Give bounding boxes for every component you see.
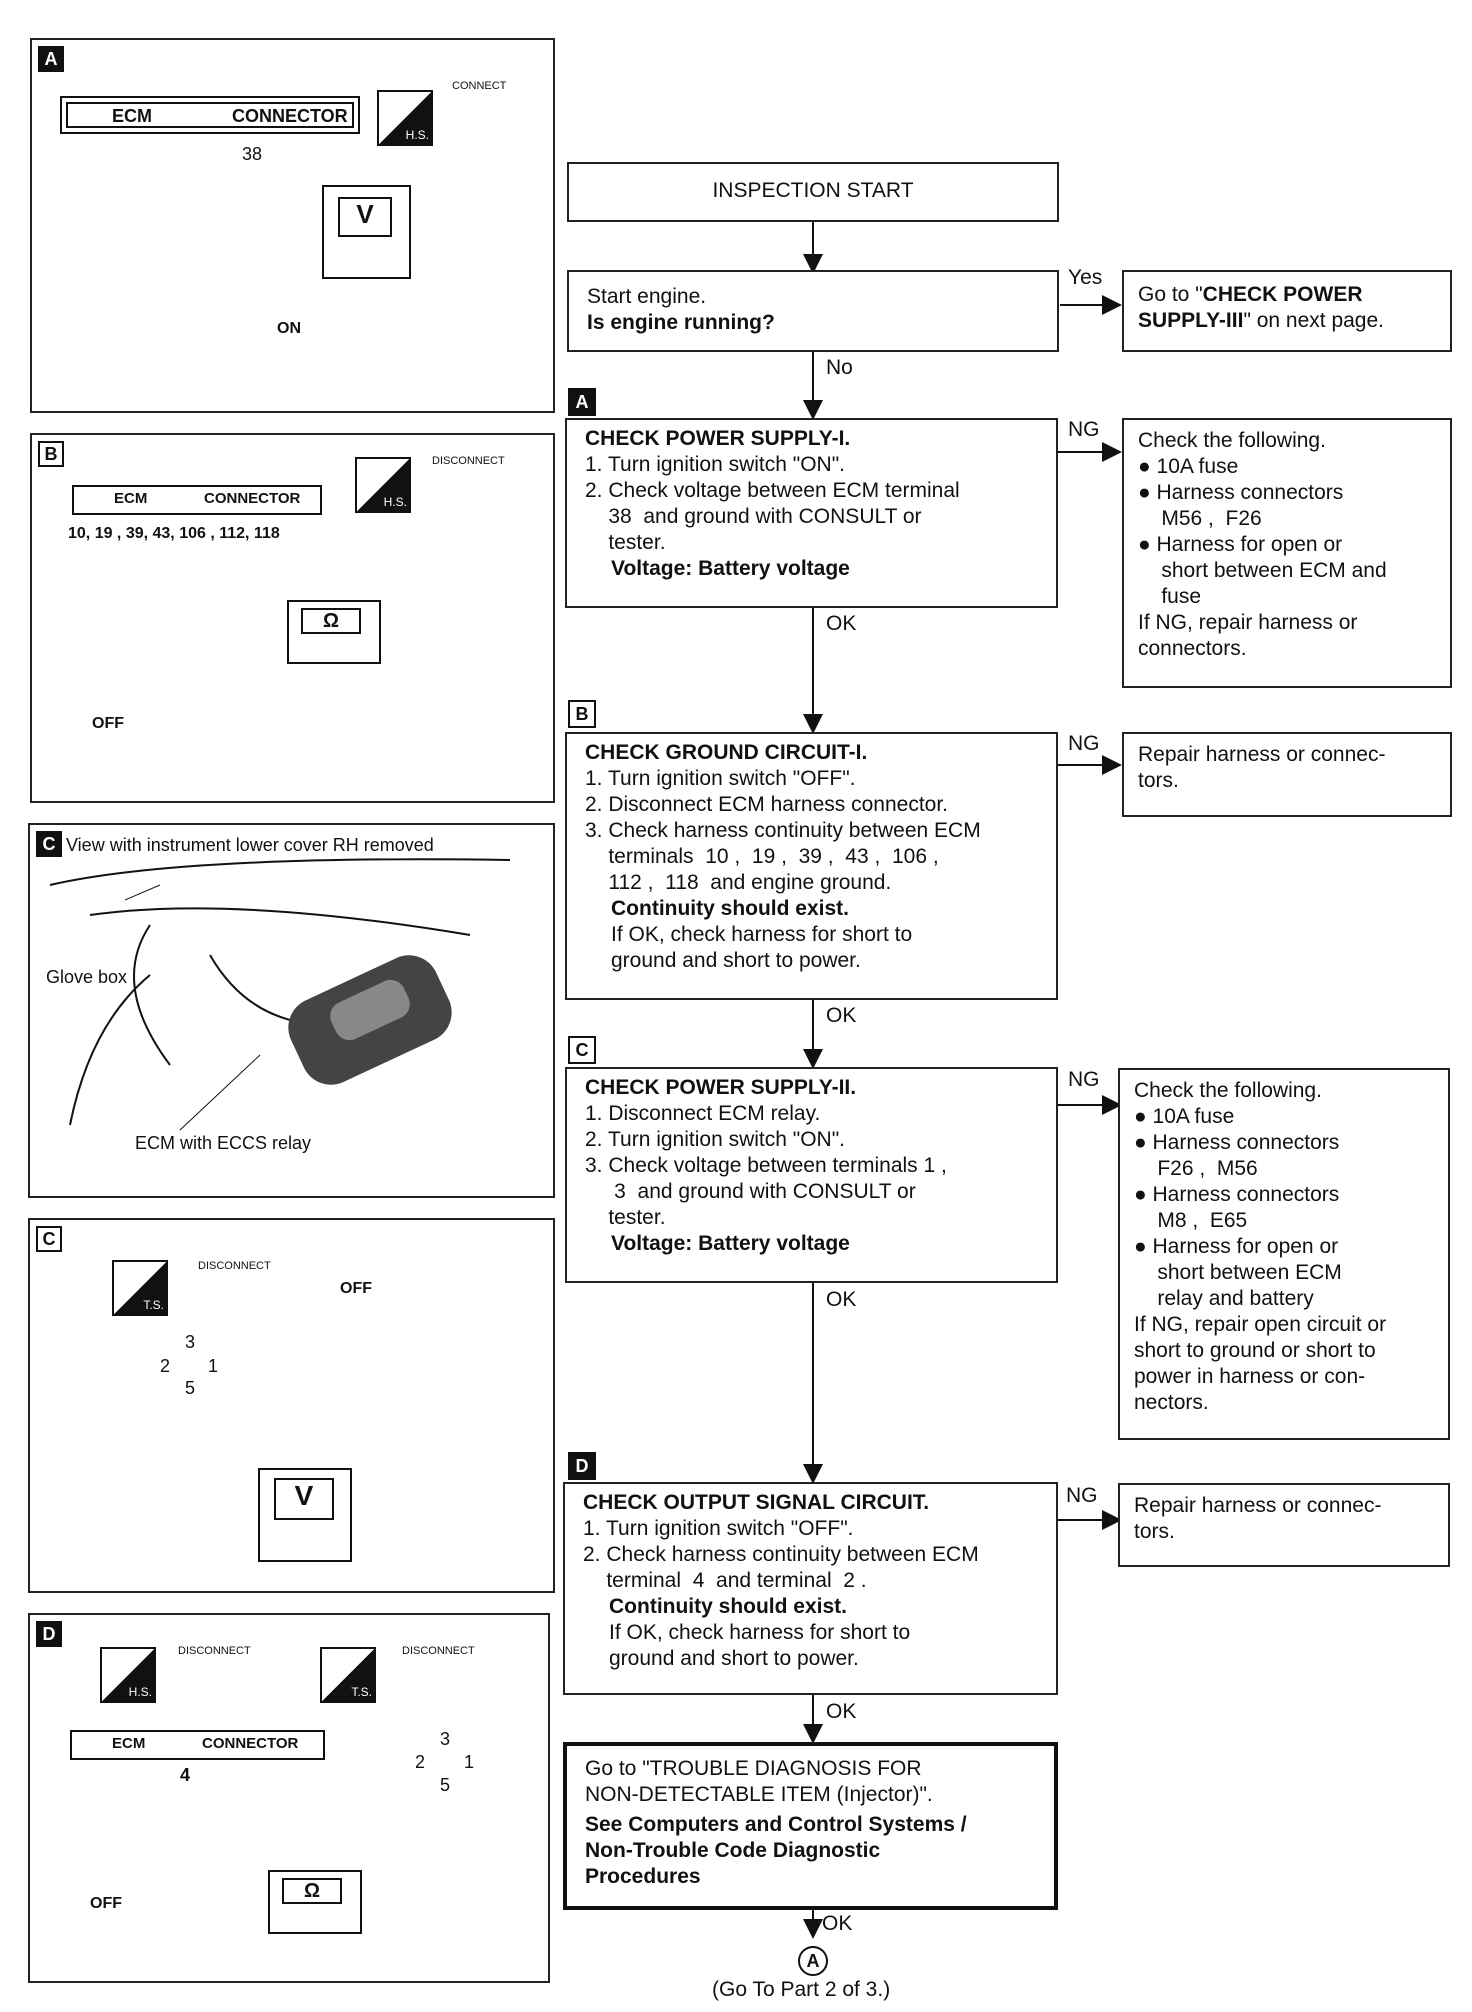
hs-icon: H.S. [377, 90, 433, 146]
end-marker: A [798, 1946, 828, 1976]
relay-pin-2: 2 [415, 1752, 426, 1772]
no-label: No [826, 356, 853, 379]
panel-c-circuit: C T.S. DISCONNECT OFF 3 2 1 5 V [28, 1218, 555, 1593]
step-b-ng-box: Repair harness or connec- tors. [1122, 732, 1452, 817]
voltmeter: V [322, 185, 411, 279]
step-b-box: CHECK GROUND CIRCUIT-I. 1. Turn ignition… [565, 732, 1058, 1000]
ok-label: OK [826, 1288, 857, 1311]
ohmmeter: Ω [287, 600, 381, 664]
relay-pin-3: 3 [440, 1729, 451, 1749]
step-a-ng-box: Check the following. ● 10A fuse ● Harnes… [1122, 418, 1452, 688]
ok-label: OK [822, 1912, 853, 1935]
relay-pin-3: 3 [185, 1332, 196, 1352]
hs-icon: H.S. [355, 457, 411, 513]
panel-d: D H.S. DISCONNECT T.S. DISCONNECT ECM CO… [28, 1613, 550, 1983]
panel-label: A [38, 46, 64, 72]
relay-pin-1: 1 [208, 1356, 219, 1376]
ignition-key-on: ON [277, 320, 301, 337]
connector-ecm-text: ECM [112, 1735, 146, 1752]
step-d-ng-box: Repair harness or connec- tors. [1118, 1483, 1450, 1567]
ok-label: OK [826, 1004, 857, 1027]
ng-label: NG [1068, 1068, 1100, 1091]
connector-text: CONNECTOR [202, 1735, 299, 1752]
relay-pin-2: 2 [160, 1356, 171, 1376]
ng-label: NG [1068, 732, 1100, 755]
inspection-start-box: INSPECTION START [567, 162, 1059, 222]
ecm-connector: ECM CONNECTOR [72, 485, 322, 515]
ignition-key-off: OFF [90, 1895, 122, 1912]
glove-box-label: Glove box [46, 967, 128, 987]
pin-number: 4 [180, 1765, 191, 1785]
engine-running-question: Start engine. Is engine running? [567, 270, 1059, 352]
final-box: Go to "TROUBLE DIAGNOSIS FOR NON-DETECTA… [563, 1742, 1058, 1910]
ts-icon: T.S. [112, 1260, 168, 1316]
ecm-connector: ECM CONNECTOR [70, 1730, 325, 1760]
ng-label: NG [1068, 418, 1100, 441]
connector-text: CONNECTOR [204, 490, 301, 507]
relay-pin-1: 1 [464, 1752, 475, 1772]
panel-label: D [36, 1621, 62, 1647]
step-c-ng-box: Check the following. ● 10A fuse ● Harnes… [1118, 1068, 1450, 1440]
relay-pin-5: 5 [440, 1775, 451, 1795]
panel-c-photo: C View with instrument lower cover RH re… [28, 823, 555, 1198]
step-d-box: CHECK OUTPUT SIGNAL CIRCUIT. 1. Turn ign… [563, 1482, 1058, 1695]
panel-label: B [38, 441, 64, 467]
pin-number: 38 [242, 144, 263, 164]
ecm-connector: ECM CONNECTOR [60, 96, 360, 134]
connector-ecm-text: ECM [112, 106, 152, 126]
connector-text: CONNECTOR [232, 106, 348, 126]
end-note: (Go To Part 2 of 3.) [712, 1978, 891, 2001]
disconnect-state-2: DISCONNECT [402, 1645, 475, 1657]
step-c-box: CHECK POWER SUPPLY-II. 1. Disconnect ECM… [565, 1067, 1058, 1283]
ohmmeter: Ω [268, 1870, 362, 1934]
yes-label: Yes [1068, 266, 1103, 289]
step-label-d: D [568, 1452, 596, 1480]
step-label-c: C [568, 1036, 596, 1064]
ignition-key-off: OFF [340, 1280, 372, 1297]
disconnect-state: DISCONNECT [198, 1260, 271, 1272]
ok-label: OK [826, 1700, 857, 1723]
ts-icon: T.S. [320, 1647, 376, 1703]
photo-caption: View with instrument lower cover RH remo… [66, 835, 434, 855]
ng-label: NG [1066, 1484, 1098, 1507]
relay-pin-5: 5 [185, 1378, 196, 1398]
step-label-a: A [568, 388, 596, 416]
ok-label: OK [826, 612, 857, 635]
connect-state: CONNECT [452, 80, 507, 92]
hs-icon: H.S. [100, 1647, 156, 1703]
pin-numbers: 10, 19 , 39, 43, 106 , 112, 118 [68, 525, 280, 542]
panel-label: C [36, 1226, 62, 1252]
connector-ecm-text: ECM [114, 490, 148, 507]
voltmeter: V [258, 1468, 352, 1562]
ignition-key-off: OFF [92, 715, 124, 732]
glovebox-illustration [49, 858, 511, 1131]
panel-b: B ECM CONNECTOR 10, 19 , 39, 43, 106 , 1… [30, 433, 555, 803]
panel-a: A ECM CONNECTOR 38 H.S. CONNECT V ON [30, 38, 555, 413]
yes-result-box: Go to "CHECK POWER SUPPLY-III" on next p… [1122, 270, 1452, 352]
step-label-b: B [568, 700, 596, 728]
disconnect-state: DISCONNECT [432, 455, 505, 467]
panel-label: C [36, 831, 62, 857]
step-a-box: CHECK POWER SUPPLY-I. 1. Turn ignition s… [565, 418, 1058, 608]
ecm-relay-label: ECM with ECCS relay [135, 1133, 312, 1153]
disconnect-state-1: DISCONNECT [178, 1645, 251, 1657]
